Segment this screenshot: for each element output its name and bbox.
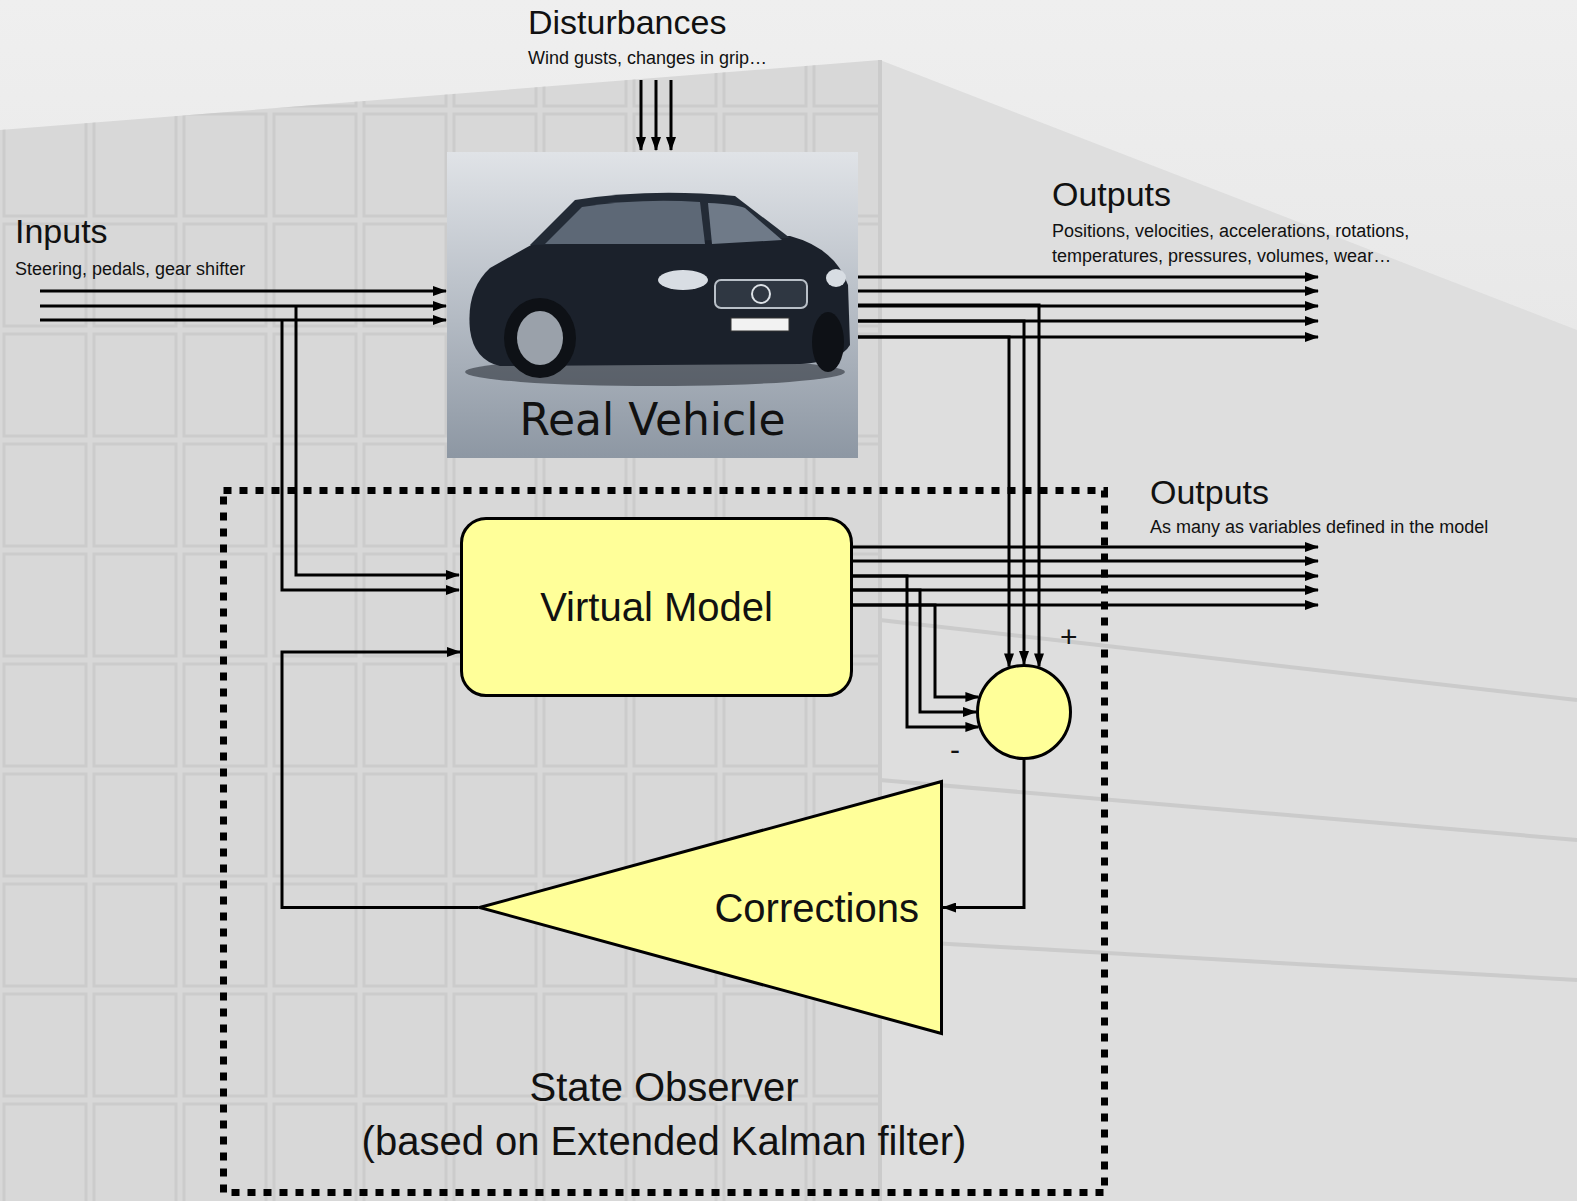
input-wire xyxy=(40,319,446,322)
output-wire xyxy=(858,276,1318,279)
output-wire xyxy=(858,320,1318,323)
car-wheel xyxy=(504,298,576,378)
vehicle-box: Real Vehicle xyxy=(447,152,858,458)
signal-connector xyxy=(943,760,1024,908)
car-rim xyxy=(517,311,563,365)
building-wing xyxy=(880,60,1577,1201)
section-heading: Outputs xyxy=(1150,473,1390,512)
connector-line xyxy=(943,760,1024,908)
section-heading: Inputs xyxy=(15,212,235,251)
connector-line xyxy=(853,605,978,697)
section-note: Steering, pedals, gear shifter xyxy=(15,258,315,280)
building-bands xyxy=(880,60,1577,1201)
sign-mark: + xyxy=(1060,620,1078,654)
triangle-outline xyxy=(480,782,942,1034)
building-facade xyxy=(0,60,880,1201)
node-title: Corrections xyxy=(714,884,919,932)
input-wire xyxy=(40,290,446,293)
car-logo xyxy=(752,285,770,303)
model-box: Virtual Model xyxy=(460,517,853,697)
car-headlight xyxy=(658,270,708,290)
node-title: Real Vehicle xyxy=(519,395,785,446)
building-band xyxy=(880,940,1577,980)
sign-mark: - xyxy=(950,733,960,767)
signal-connector xyxy=(853,576,978,727)
disturbance-arrow xyxy=(640,80,643,150)
model-output-wire xyxy=(853,589,1318,592)
connector-line xyxy=(282,652,478,908)
connector-line xyxy=(858,305,1039,666)
signal-connector xyxy=(282,652,478,908)
section-heading: Disturbances xyxy=(528,3,848,42)
section-note: Positions, velocities, accelerations, ro… xyxy=(1052,219,1522,269)
car-cabin xyxy=(530,193,790,245)
section-note: As many as variables defined in the mode… xyxy=(1150,516,1570,538)
signal-connector xyxy=(858,305,1039,666)
car-wheel xyxy=(812,312,844,372)
car-windshield xyxy=(708,203,782,244)
dashed-border xyxy=(224,491,1105,1193)
model-output-wire xyxy=(853,575,1318,578)
section-note: Wind gusts, changes in grip… xyxy=(528,47,848,69)
building-band xyxy=(880,780,1577,840)
disturbance-arrow xyxy=(655,80,658,150)
model-output-wire xyxy=(853,604,1318,607)
car-headlight xyxy=(826,269,846,287)
vehicle-photo xyxy=(447,152,858,458)
output-wire xyxy=(858,305,1318,308)
node-title: Virtual Model xyxy=(540,583,773,631)
connector-line xyxy=(853,590,976,712)
car-grille xyxy=(715,280,807,308)
model-output-wire xyxy=(853,560,1318,563)
section-heading: Outputs xyxy=(1052,175,1292,214)
output-wire xyxy=(858,290,1318,293)
summing-junction: +- xyxy=(976,664,1072,760)
input-branch xyxy=(296,306,459,575)
model-output-wire xyxy=(853,546,1318,549)
car-window xyxy=(545,201,705,244)
license-plate xyxy=(731,318,789,331)
connector-line xyxy=(858,337,1009,666)
building-edge xyxy=(878,60,882,1201)
node-title: State Observer xyxy=(529,1060,798,1114)
disturbance-arrow xyxy=(670,80,673,150)
node-outline xyxy=(976,664,1072,760)
output-wire xyxy=(858,336,1318,339)
junction-circle xyxy=(978,666,1071,759)
observer-region: State Observer(based on Extended Kalman … xyxy=(220,487,1108,1196)
node-subtitle: (based on Extended Kalman filter) xyxy=(362,1114,967,1168)
gain-triangle: Corrections xyxy=(478,780,943,1035)
building-windows xyxy=(0,60,880,1201)
input-wire xyxy=(40,305,446,308)
input-branch xyxy=(282,320,459,590)
connector-line xyxy=(853,576,978,727)
